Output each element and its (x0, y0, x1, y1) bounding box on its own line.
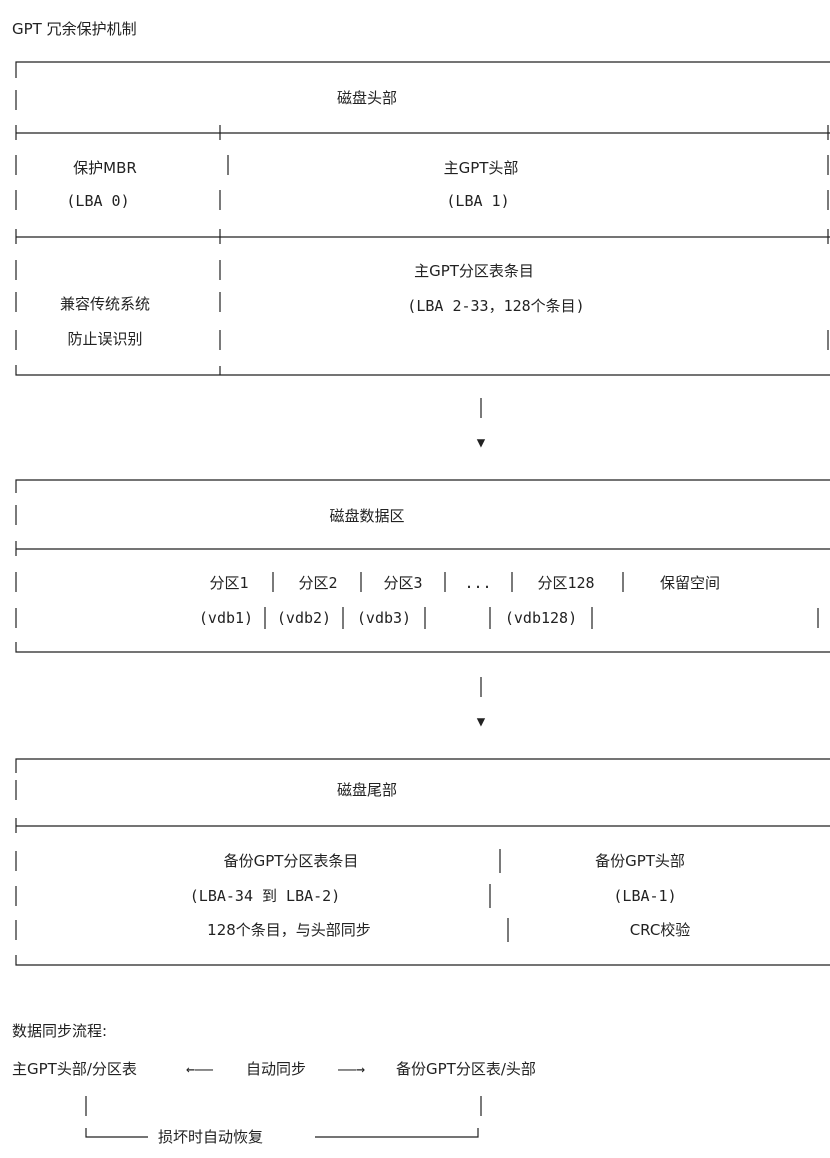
protective-mbr-label: 保护MBR (73, 159, 137, 177)
diagram-title: GPT 冗余保护机制 (12, 20, 137, 38)
sync-flow-title: 数据同步流程: (12, 1022, 108, 1040)
partition-ellipsis: ... (464, 574, 492, 592)
sync-arrow-left: ←—— (186, 1060, 214, 1078)
partition-1-dev: (vdb1) (198, 609, 254, 627)
sync-target: 备份GPT分区表/头部 (396, 1060, 536, 1078)
sync-auto-label: 自动同步 (246, 1060, 307, 1078)
backup-entries-note: 128个条目，与头部同步 (207, 921, 371, 939)
partition-3-name: 分区3 (383, 574, 423, 592)
backup-entries-lba: (LBA-34 到 LBA-2) (189, 887, 341, 905)
backup-header-note: CRC校验 (629, 921, 691, 939)
header-section-title: 磁盘头部 (336, 89, 398, 107)
compat-note-line-2: 防止误识别 (67, 330, 143, 348)
tail-section-title: 磁盘尾部 (336, 781, 398, 799)
data-box-top (15, 479, 830, 493)
sync-source: 主GPT头部/分区表 (12, 1060, 137, 1078)
sync-arrow-right: ——→ (338, 1060, 366, 1078)
backup-header-label: 备份GPT头部 (595, 852, 685, 870)
partition-3-dev: (vdb3) (356, 609, 412, 627)
compat-note-line-1: 兼容传统系统 (59, 295, 151, 313)
partition-128-name: 分区128 (537, 574, 595, 592)
header-box-top (15, 61, 830, 78)
down-arrow-1: ▼ (476, 435, 486, 451)
partition-1-name: 分区1 (209, 574, 249, 592)
recovery-bracket-left (85, 1128, 148, 1138)
data-box-bottom (15, 642, 830, 653)
data-section-title: 磁盘数据区 (329, 507, 405, 525)
primary-entries-lba: (LBA 2-33，128个条目) (407, 297, 585, 315)
backup-header-lba: (LBA-1) (613, 887, 677, 905)
recovery-bracket-right (315, 1128, 479, 1138)
tail-box-top (15, 758, 830, 773)
recovery-label: 损坏时自动恢复 (158, 1128, 264, 1146)
header-box-bottom (15, 365, 830, 376)
backup-entries-label: 备份GPT分区表条目 (223, 852, 359, 870)
primary-entries-label: 主GPT分区表条目 (414, 262, 534, 280)
partition-2-name: 分区2 (298, 574, 338, 592)
partition-128-dev: (vdb128) (504, 609, 578, 627)
primary-header-lba: (LBA 1) (446, 192, 510, 210)
partition-2-dev: (vdb2) (276, 609, 332, 627)
tail-box-bottom (15, 955, 830, 966)
primary-header-label: 主GPT头部 (443, 159, 519, 177)
reserved-space-label: 保留空间 (659, 574, 721, 592)
protective-mbr-lba: (LBA 0) (66, 192, 130, 210)
down-arrow-2: ▼ (476, 714, 486, 730)
